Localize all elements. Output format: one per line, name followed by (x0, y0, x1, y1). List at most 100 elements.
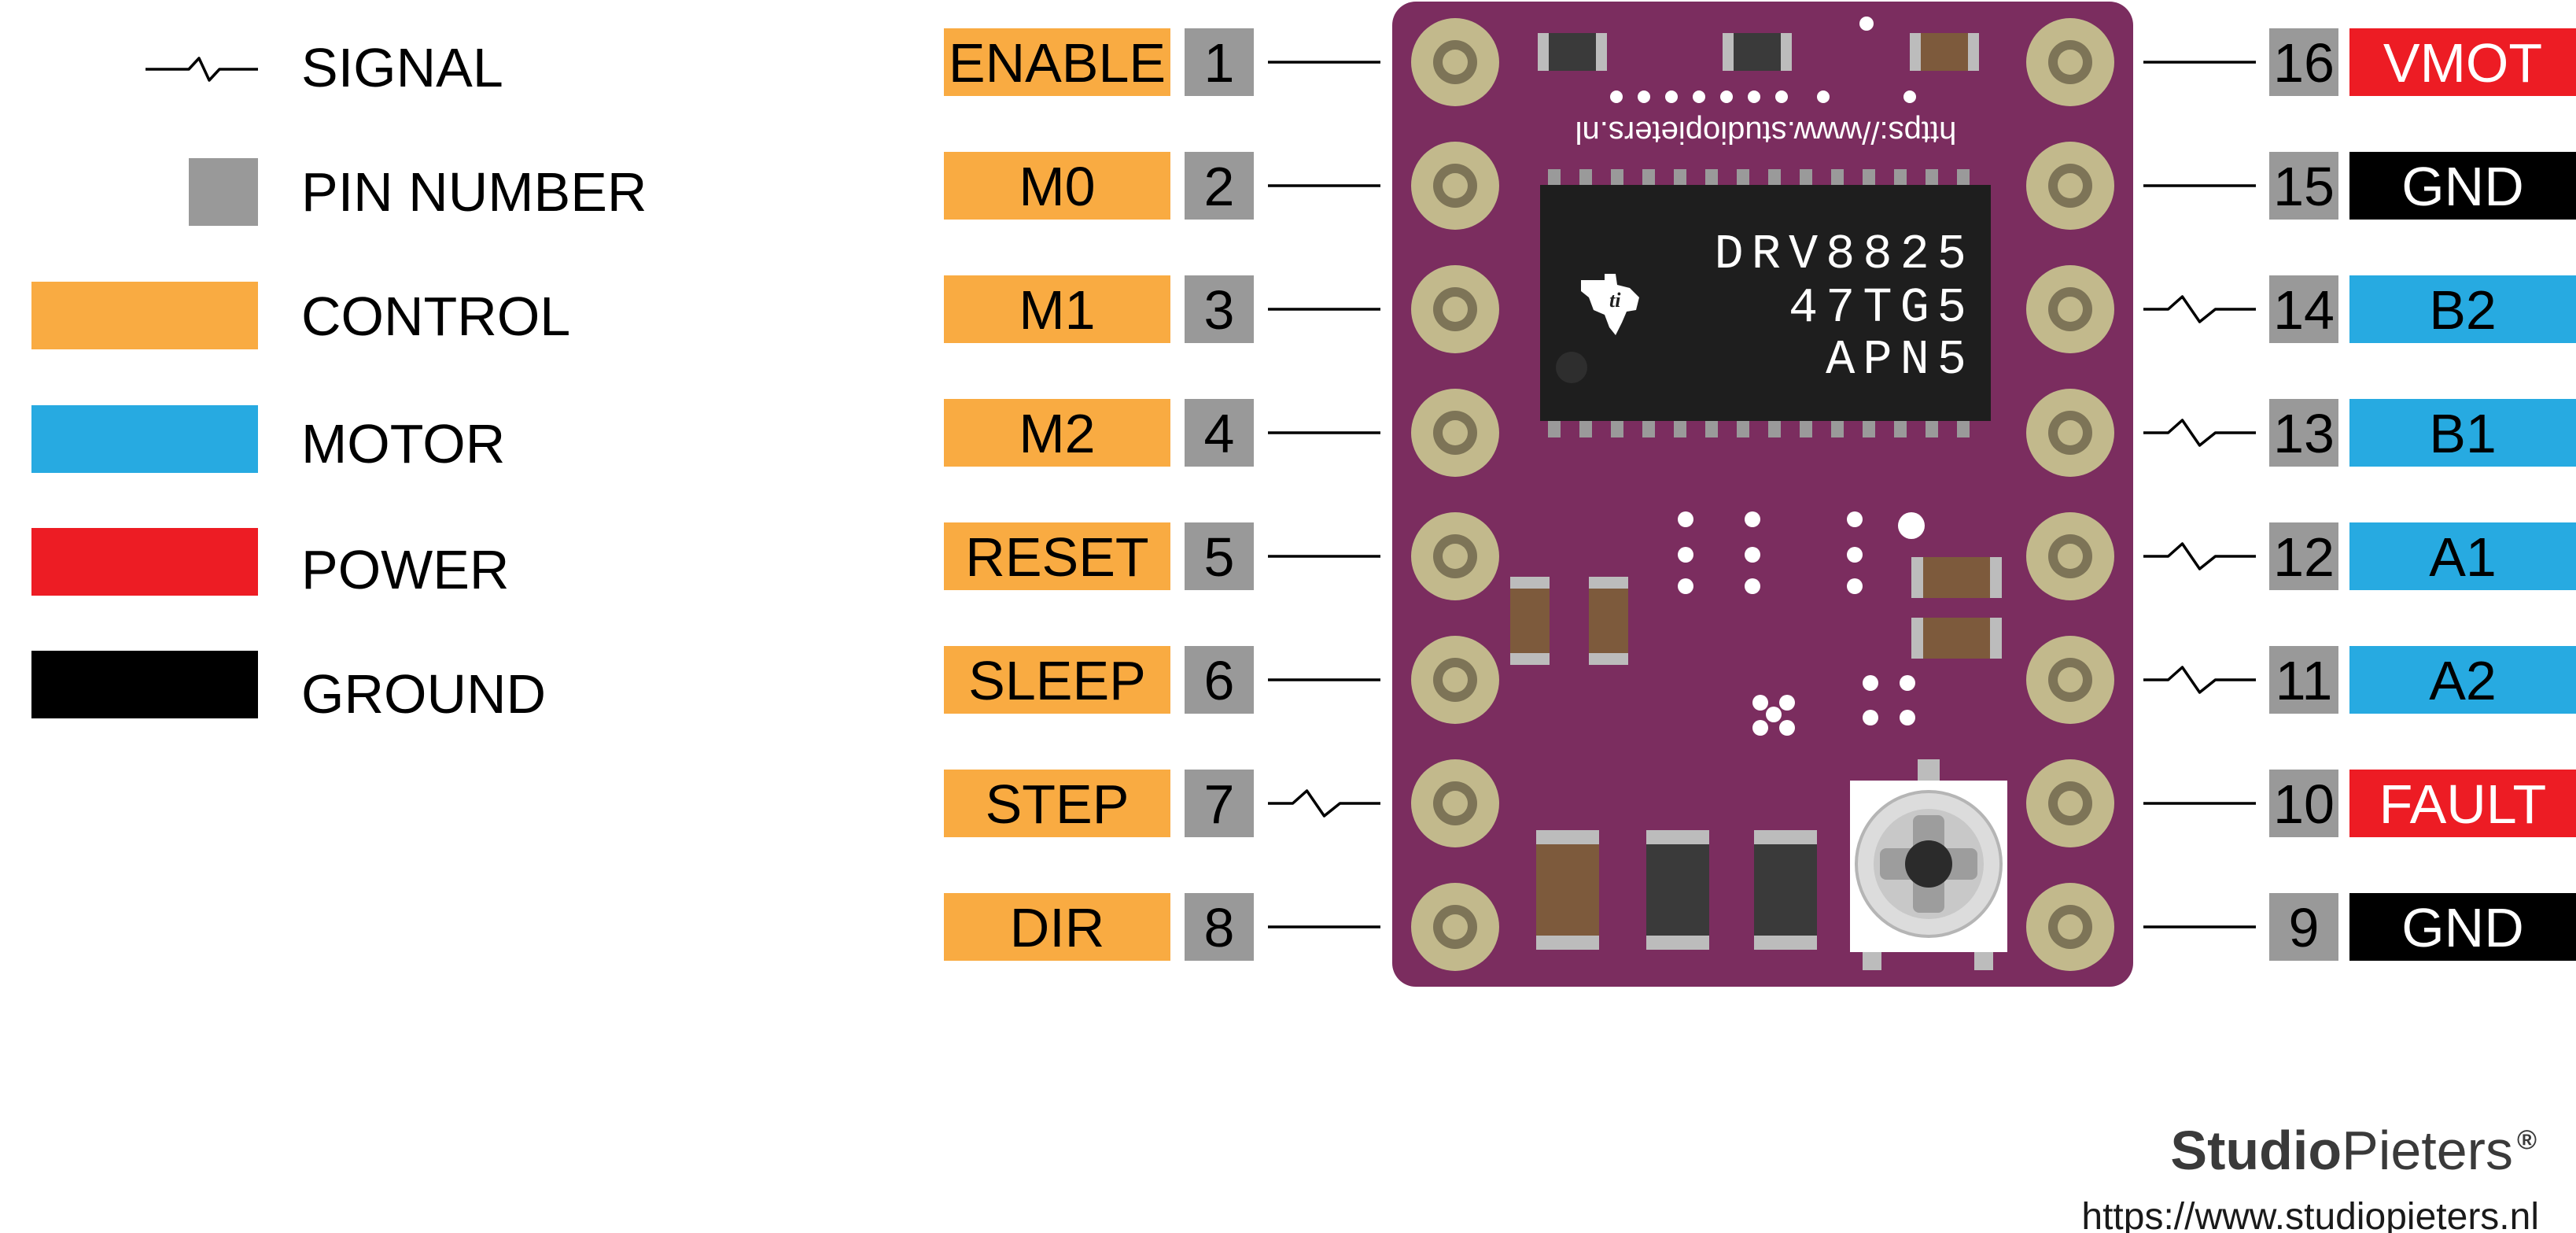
pin-name-label: M2 (1019, 403, 1095, 464)
pin-number-box (1185, 275, 1254, 343)
texas-instruments-logo: ti (1581, 274, 1639, 335)
legend-control-swatch (31, 282, 258, 349)
legend: SIGNAL PIN NUMBER CONTROL MOTOR POWER GR… (31, 37, 647, 725)
pin-name-label: VMOT (2383, 32, 2542, 94)
pin-number-label: 5 (1204, 526, 1235, 588)
pad-15 (2026, 142, 2114, 230)
signal-legend-icon (146, 57, 258, 82)
chip-line-2: 47TG5 (1789, 280, 1974, 336)
potentiometer (1850, 759, 2007, 970)
pin-name-box (2349, 770, 2576, 837)
legend-motor-label: MOTOR (301, 413, 505, 474)
legend-ground-swatch (31, 651, 258, 718)
pin-number-label: 11 (2276, 650, 2333, 711)
studiopieters-logo: StudioPieters (2170, 1120, 2513, 1181)
resistor-vertical-2 (1589, 577, 1628, 665)
pad-4 (1411, 389, 1499, 477)
pad-8 (1411, 883, 1499, 971)
capacitor-horizontal-1 (1911, 557, 2002, 598)
via (1859, 17, 1874, 31)
signal-icon (2143, 295, 2256, 323)
legend-signal-label: SIGNAL (301, 37, 503, 98)
pin-number-label: 13 (2273, 403, 2335, 464)
svg-text:ti: ti (1609, 289, 1621, 312)
pad-13 (2026, 389, 2114, 477)
top-capacitor (1910, 33, 1979, 71)
pin-number-label: 3 (1204, 279, 1235, 341)
legend-pin-number-label: PIN NUMBER (301, 161, 647, 223)
pin-name-box (944, 522, 1170, 590)
pad-7 (1411, 759, 1499, 847)
pin-name-box (2349, 646, 2576, 714)
pin-name-box (2349, 522, 2576, 590)
pin-name-box (944, 646, 1170, 714)
signal-icon (2143, 542, 2256, 570)
pad-2 (1411, 142, 1499, 230)
pin-number-label: 2 (1204, 156, 1235, 217)
pin-row-14: 14 B2 (2143, 275, 2576, 343)
pad-3 (1411, 265, 1499, 353)
pin-name-label: GND (2401, 897, 2524, 958)
chip-line-1: DRV8825 (1715, 227, 1974, 282)
logo-studio: Studio (2170, 1120, 2342, 1181)
website-url: https://www.studiopieters.nl (2081, 1196, 2539, 1233)
pin-name-box (944, 28, 1170, 96)
pin-number-box (2269, 893, 2338, 961)
top-resistor-1 (1538, 33, 1607, 71)
pin-name-label: B2 (2429, 279, 2497, 341)
pin-number-box (1185, 522, 1254, 590)
pad-1 (1411, 18, 1499, 106)
pin-number-label: 1 (1204, 32, 1235, 94)
pad-9 (2026, 883, 2114, 971)
pin-number-label: 15 (2273, 156, 2335, 217)
chip-pin1-dot (1556, 352, 1587, 383)
pin-number-box (1185, 646, 1254, 714)
pin-name-box (2349, 399, 2576, 467)
logo-pieters: Pieters (2342, 1120, 2513, 1181)
pin-name-box (944, 399, 1170, 467)
pin-name-box (2349, 275, 2576, 343)
pin-number-label: 10 (2273, 773, 2335, 835)
pin-number-box (2269, 275, 2338, 343)
logo-registered-mark: ® (2517, 1125, 2537, 1155)
bottom-resistor-1 (1646, 830, 1709, 950)
signal-icon (2143, 666, 2256, 694)
pin-name-label: FAULT (2379, 773, 2547, 835)
pin-name-box (2349, 28, 2576, 96)
pin-name-label: DIR (1010, 897, 1105, 958)
pin-number-label: 12 (2273, 526, 2335, 588)
pin-number-label: 14 (2273, 279, 2335, 341)
drv8825-chip: ti DRV8825 47TG5 APN5 (1540, 169, 1991, 437)
pin-number-label: 6 (1204, 650, 1235, 711)
pin-number-label: 9 (2289, 897, 2320, 958)
resistor-vertical-1 (1510, 577, 1550, 665)
pin-number-label: 8 (1204, 897, 1235, 958)
pin-name-box (944, 893, 1170, 961)
pad-16 (2026, 18, 2114, 106)
pin-number-box (2269, 399, 2338, 467)
legend-control-label: CONTROL (301, 286, 570, 347)
pin-row-9: 9 GND (2143, 893, 2576, 961)
bottom-resistor-2 (1754, 830, 1817, 950)
signal-icon (2143, 419, 2256, 447)
legend-motor-swatch (31, 405, 258, 473)
pin-row-4: M2 4 (944, 399, 1380, 467)
pad-14 (2026, 265, 2114, 353)
branding: StudioPieters ® https://www.studiopieter… (2081, 1120, 2539, 1233)
pin-number-box (1185, 770, 1254, 837)
pin-number-label: 4 (1204, 403, 1235, 464)
pin-number-box (1185, 893, 1254, 961)
bottom-capacitor (1536, 830, 1599, 950)
pin-name-label: A2 (2429, 650, 2497, 711)
legend-ground-label: GROUND (301, 663, 546, 725)
pin-name-box (2349, 893, 2576, 961)
board-url: https://www.studiopieters.nl (1575, 115, 1957, 150)
